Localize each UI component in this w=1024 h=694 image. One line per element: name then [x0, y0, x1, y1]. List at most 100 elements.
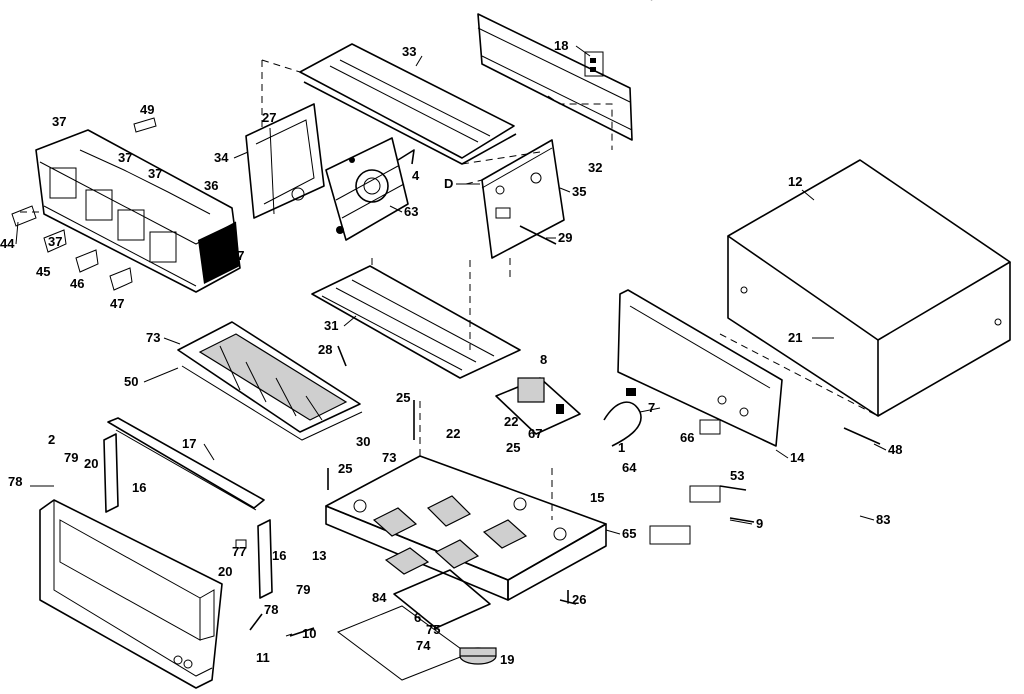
leader-line [285, 633, 293, 637]
callout-64: 64 [622, 460, 637, 475]
main-chassis-part [325, 400, 607, 629]
callout-73: 73 [382, 450, 396, 465]
callout-44: 44 [0, 236, 15, 251]
callout-34: 34 [214, 150, 229, 165]
rear-bracket-part [477, 13, 633, 150]
rear-panel-part [617, 289, 783, 447]
side-brackets-16 [103, 433, 273, 599]
bottom-guide-plate-part [311, 258, 521, 379]
callout-25: 25 [396, 390, 410, 405]
callout-78: 78 [8, 474, 22, 489]
callout-12: 12 [788, 174, 802, 189]
leader-line [15, 221, 19, 245]
leader-line [163, 337, 181, 345]
callout-15: 15 [590, 490, 604, 505]
callout-53: 53 [730, 468, 744, 483]
callout-65: 65 [622, 526, 636, 541]
callout-14: 14 [790, 450, 805, 465]
callout-30: 30 [356, 434, 370, 449]
transformer-board-part [495, 377, 581, 435]
callout-16: 16 [272, 548, 286, 563]
front-panel-assembly-part [20, 129, 241, 293]
leader-line [859, 515, 875, 521]
callout-18: 18 [554, 38, 568, 53]
callout-49: 49 [140, 102, 154, 117]
leader-line [605, 529, 621, 535]
callout-47: 47 [110, 296, 124, 311]
leader-line [389, 205, 403, 213]
callout-36: 36 [204, 178, 218, 193]
mechanism-frame-part [245, 60, 325, 219]
callout-83: 83 [876, 512, 890, 527]
side-panel-part [465, 139, 565, 282]
callout-25: 25 [506, 440, 520, 455]
callout-28: 28 [318, 342, 332, 357]
callout-D: D [444, 176, 453, 191]
cable-part [603, 388, 642, 447]
front-faceplate-part [39, 499, 223, 689]
callout-22: 22 [504, 414, 518, 429]
callout-37: 37 [118, 150, 132, 165]
callout-67: 67 [528, 426, 542, 441]
callout-25: 25 [338, 461, 352, 476]
callout-79: 79 [296, 582, 310, 597]
callout-9: 9 [756, 516, 763, 531]
callout-77: 77 [232, 544, 246, 559]
leader-line [233, 151, 249, 159]
callout-74: 74 [416, 638, 431, 653]
callout-37: 37 [48, 234, 62, 249]
top-plate-part [261, 43, 541, 165]
callout-63: 63 [404, 204, 418, 219]
leader-line [343, 315, 357, 327]
front-bezel-part [107, 417, 265, 511]
callout-33: 33 [402, 44, 416, 59]
leader-line [801, 189, 815, 201]
leader-line [143, 367, 179, 383]
callout-4: 4 [412, 168, 420, 183]
callout-32: 32 [588, 160, 602, 175]
callout-29: 29 [558, 230, 572, 245]
callout-1: 1 [618, 440, 625, 455]
callout-20: 20 [218, 564, 232, 579]
callout-48: 48 [888, 442, 902, 457]
callout-7: 7 [648, 400, 655, 415]
top-cover-part [719, 159, 1011, 417]
callout-13: 13 [312, 548, 326, 563]
callout-37: 37 [148, 166, 162, 181]
callout-35: 35 [572, 184, 586, 199]
leader-line [203, 443, 215, 461]
callout-66: 66 [680, 430, 694, 445]
callout-16: 16 [132, 480, 146, 495]
callout-73: 73 [146, 330, 160, 345]
callout-37: 37 [52, 114, 66, 129]
callout-6: 6 [414, 610, 421, 625]
disc-tray-part [177, 321, 363, 441]
callout-84: 84 [372, 590, 387, 605]
window-plates [11, 117, 157, 291]
callout-2: 2 [48, 432, 55, 447]
leader-line [873, 443, 887, 451]
callout-21: 21 [788, 330, 802, 345]
leader-line [639, 407, 661, 413]
callout-75: 75 [426, 622, 440, 637]
callout-22: 22 [446, 426, 460, 441]
callout-10: 10 [302, 626, 316, 641]
lower-small-parts [235, 345, 881, 681]
callout-17: 17 [182, 436, 196, 451]
callout-37: 37 [230, 248, 244, 263]
callout-45: 45 [36, 264, 50, 279]
callout-8: 8 [540, 352, 547, 367]
top-fragment-mark: ' [650, 0, 653, 9]
callout-20: 20 [84, 456, 98, 471]
leader-line [729, 519, 753, 525]
callout-78: 78 [264, 602, 278, 617]
leader-line [415, 55, 423, 67]
callout-19: 19 [500, 652, 514, 667]
leader-line [575, 45, 591, 57]
leader-line [559, 187, 571, 193]
callout-26: 26 [572, 592, 586, 607]
callout-31: 31 [324, 318, 338, 333]
